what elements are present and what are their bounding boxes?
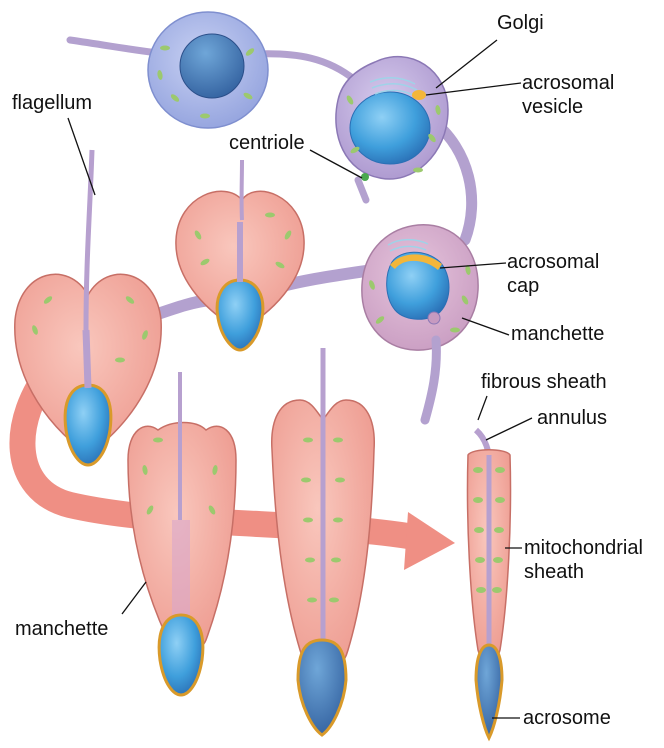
spermatid-cap-stage (362, 225, 478, 420)
spermatid-round-1 (148, 12, 268, 128)
label-manchette-right: manchette (511, 323, 604, 346)
label-acrosomal-cap-line2: cap (507, 275, 539, 298)
label-centriole: centriole (229, 132, 305, 155)
label-mitochondrial-sheath-line1: mitochondrial (524, 537, 643, 560)
leader-golgi (436, 40, 497, 88)
spermatid-round-2 (336, 57, 448, 200)
spermatid-elongated-tall (272, 348, 375, 735)
spermatid-heart-small (176, 160, 304, 350)
label-fibrous-sheath: fibrous sheath (481, 371, 607, 394)
spermatid-elongating-mid (128, 372, 236, 695)
label-acrosomal-vesicle-line2: vesicle (522, 96, 583, 119)
label-manchette-left: manchette (15, 618, 108, 641)
leader-fibrous-sheath (478, 396, 487, 420)
leader-manchette-right (462, 318, 509, 335)
spermatozoon-mature (467, 430, 510, 738)
label-annulus: annulus (537, 407, 607, 430)
label-acrosome: acrosome (523, 707, 611, 730)
label-flagellum: flagellum (12, 92, 92, 115)
label-golgi: Golgi (497, 12, 544, 35)
label-mitochondrial-sheath-line2: sheath (524, 561, 584, 584)
leader-manchette-left (122, 582, 146, 614)
leader-annulus (486, 418, 532, 440)
label-acrosomal-vesicle-line1: acrosomal (522, 72, 614, 95)
label-acrosomal-cap-line1: acrosomal (507, 251, 599, 274)
